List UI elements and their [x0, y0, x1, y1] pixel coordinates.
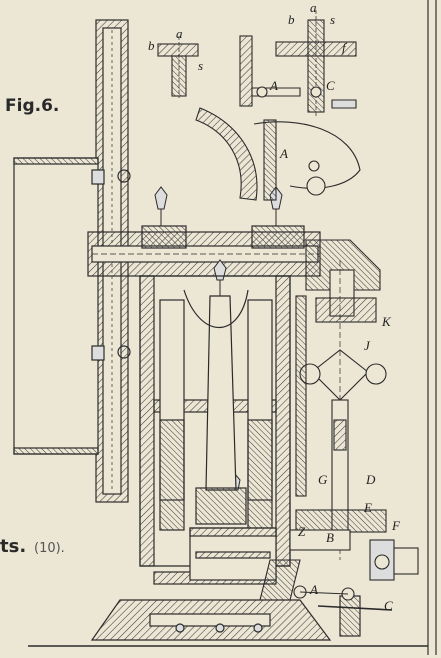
- letter-s-detail-right: s: [330, 12, 335, 27]
- letter-Z: Z: [298, 524, 306, 539]
- letter-K: K: [381, 314, 392, 329]
- letter-J: J: [364, 338, 371, 353]
- detail-curved: [195, 107, 361, 201]
- letter-C-main: C: [384, 598, 393, 613]
- letter-f-detail-right: f: [342, 40, 348, 55]
- letter-A-main: A: [309, 582, 318, 597]
- crankshaft: [87, 225, 321, 277]
- letter-a-detail-left: a: [176, 26, 183, 41]
- letter-A-detail-mid: A: [279, 146, 288, 161]
- letter-F: F: [391, 518, 401, 533]
- letter-b-detail-right: b: [288, 12, 295, 27]
- caption-fragment: ts.: [0, 536, 26, 557]
- letter-b-detail-left: b: [148, 38, 155, 53]
- letter-C-detail-right: C: [326, 78, 335, 93]
- caption-number: (10).: [34, 541, 65, 556]
- fig-label: Fig.6.: [5, 96, 59, 116]
- letter-E: E: [363, 500, 372, 515]
- valve-gear: [259, 239, 419, 611]
- engine-base: [28, 595, 428, 647]
- detail-small: [157, 36, 199, 98]
- letter-D: D: [365, 472, 376, 487]
- cylinder: [189, 527, 277, 581]
- detail-large: [239, 10, 357, 116]
- page-border: [427, 0, 437, 655]
- pulley-outline: [13, 157, 131, 455]
- letter-B: B: [326, 530, 334, 545]
- connecting-rod: [183, 289, 249, 525]
- letter-G: G: [318, 472, 328, 487]
- letter-s-detail-left: s: [198, 58, 203, 73]
- letter-a-detail-right: a: [310, 0, 317, 15]
- letter-A-detail-right: A: [269, 78, 278, 93]
